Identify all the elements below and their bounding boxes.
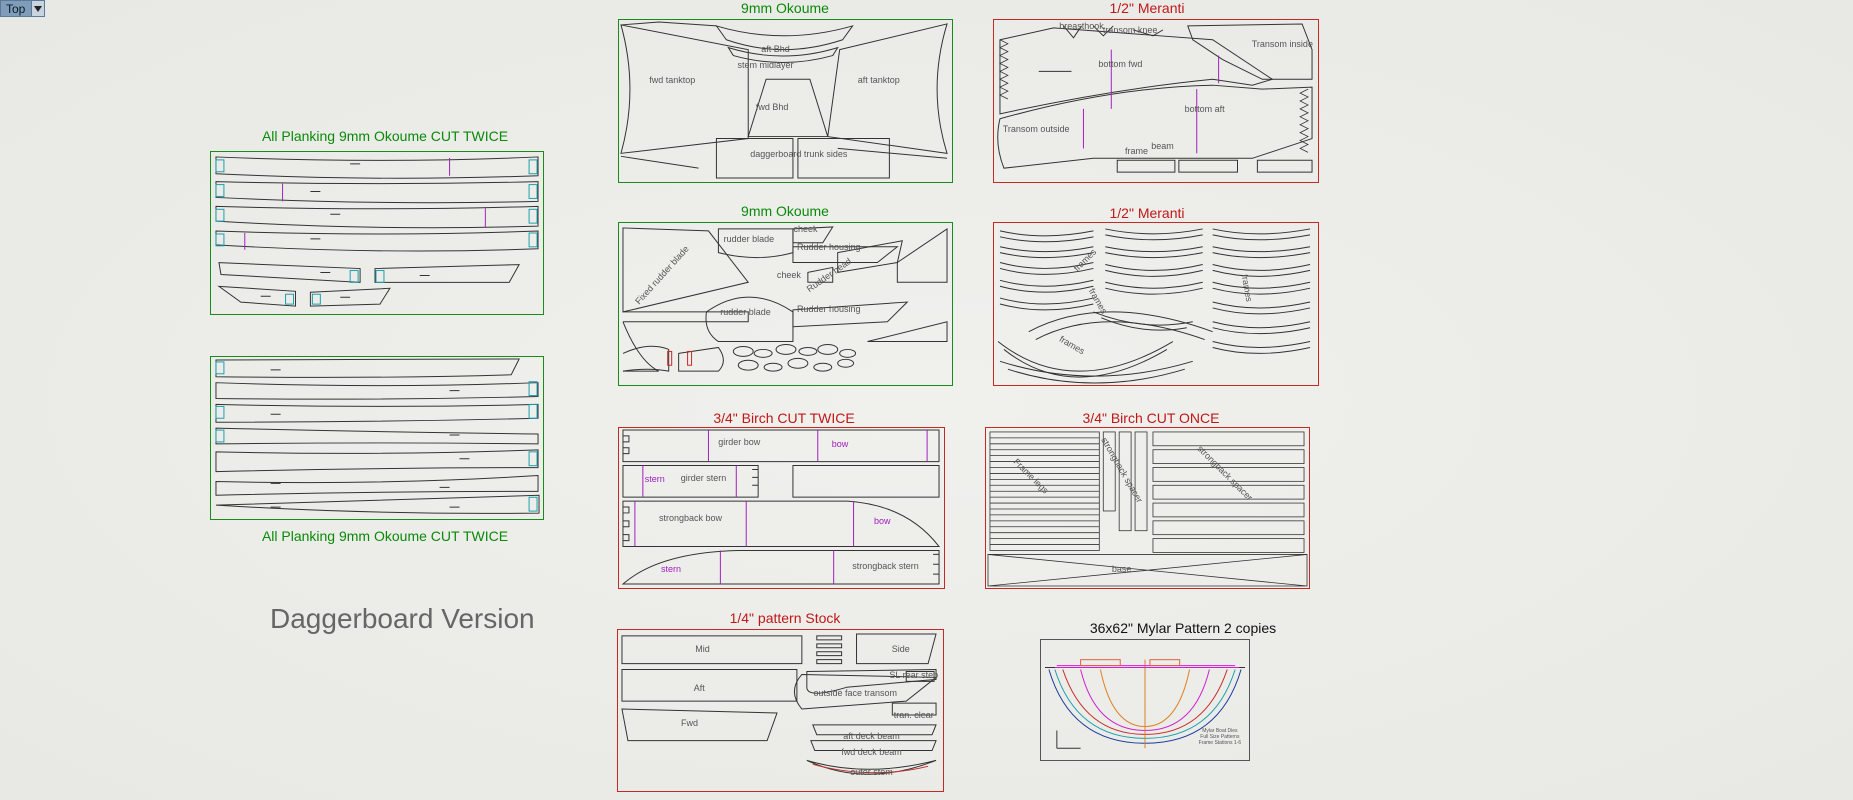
part-label: strongback stern bbox=[852, 560, 919, 571]
part-label: Side bbox=[891, 644, 910, 655]
part-label: aft Bhd bbox=[761, 44, 790, 55]
sheet-meranti-1[interactable]: breasthook transom knee bottom fwd Trans… bbox=[993, 19, 1319, 183]
okoume-1-drawing bbox=[620, 21, 948, 179]
part-label: bottom fwd bbox=[1098, 58, 1143, 69]
part-label: bow bbox=[831, 439, 849, 449]
sheet-okoume-1[interactable]: aft Bhd stem midlayer fwd tanktop aft ta… bbox=[618, 19, 953, 183]
sheet-pattern-stock[interactable]: Mid Side SL rear step Aft outside face t… bbox=[617, 629, 944, 792]
part-label: aft deck beam bbox=[843, 731, 900, 742]
part-label: Rudder housing bbox=[797, 242, 861, 253]
sheet-mylar[interactable]: Mylar Boat Dies Full Size Patterns Frame… bbox=[1040, 639, 1250, 761]
meranti-2-drawing bbox=[997, 228, 1311, 384]
part-label: cheek bbox=[793, 224, 818, 235]
part-label: strongback bow bbox=[658, 512, 723, 523]
birch-1-drawing bbox=[621, 429, 941, 585]
part-label: outer stem bbox=[850, 766, 893, 777]
sheet-title-meranti-1: 1/2" Meranti bbox=[1109, 0, 1185, 16]
part-label: Mylar Boat Dies bbox=[1202, 728, 1238, 735]
part-label: girder bow bbox=[718, 437, 761, 448]
part-label: base bbox=[1111, 563, 1132, 574]
sheet-title-pattern: 1/4" pattern Stock bbox=[729, 610, 841, 626]
sheet-birch-once[interactable]: Frame legs strongback spacer strongback … bbox=[985, 427, 1310, 589]
part-label: tran. clear bbox=[893, 710, 934, 721]
part-label: outside face transom bbox=[813, 687, 898, 698]
sheet-title-okoume-1: 9mm Okoume bbox=[741, 0, 829, 16]
part-label: Mid bbox=[695, 644, 710, 655]
sheet-meranti-2[interactable]: frames frames frames frames bbox=[993, 222, 1319, 386]
mylar-drawing bbox=[1044, 659, 1246, 749]
part-label: rudder blade bbox=[720, 307, 771, 318]
chevron-down-icon[interactable] bbox=[32, 0, 46, 17]
sheet-title-mylar: 36x62" Mylar Pattern 2 copies bbox=[1089, 620, 1277, 636]
sheet-okoume-2[interactable]: rudder blade cheek Rudder housing Fixed … bbox=[618, 222, 953, 386]
part-label: fwd deck beam bbox=[841, 747, 902, 758]
meranti-1-drawing bbox=[997, 23, 1313, 173]
part-label: Transom inside bbox=[1251, 39, 1313, 50]
part-label: breasthook bbox=[1059, 21, 1104, 32]
part-label: stern bbox=[660, 563, 682, 574]
part-label: bottom aft bbox=[1184, 104, 1225, 115]
part-label: bow bbox=[873, 515, 891, 526]
sheet-title-meranti-2: 1/2" Meranti bbox=[1109, 205, 1185, 221]
part-label: Aft bbox=[693, 682, 705, 693]
planking-1-drawing bbox=[215, 156, 539, 307]
part-label: rudder blade bbox=[723, 234, 775, 245]
okoume-2-drawing bbox=[622, 226, 948, 372]
sheet-title-birch-twice: 3/4" Birch CUT TWICE bbox=[713, 410, 855, 426]
part-label: Transom outside bbox=[1002, 123, 1070, 134]
sheet-birch-twice[interactable]: girder bow bow stern girder stern strong… bbox=[618, 427, 945, 589]
part-label: fwd Bhd bbox=[755, 102, 789, 113]
part-label: cheek bbox=[776, 269, 801, 280]
sheet-title-birch-once: 3/4" Birch CUT ONCE bbox=[1082, 410, 1220, 426]
part-label: aft tanktop bbox=[857, 74, 900, 85]
part-label: fwd tanktop bbox=[649, 74, 696, 85]
part-label: Frame Stations 1-6 bbox=[1198, 740, 1242, 747]
part-label: stern bbox=[644, 474, 665, 485]
viewport-tab[interactable]: Top bbox=[0, 0, 46, 17]
part-label: stem midlayer bbox=[737, 60, 794, 71]
part-label: SL rear step bbox=[889, 670, 939, 681]
sheet-planking-2[interactable] bbox=[210, 356, 544, 520]
part-label: transom knee bbox=[1102, 24, 1158, 35]
part-label: daggerboard trunk sides bbox=[750, 149, 848, 160]
pattern-drawing bbox=[621, 633, 938, 775]
sheet-planking-1[interactable] bbox=[210, 151, 544, 315]
viewport-name[interactable]: Top bbox=[0, 0, 33, 17]
part-label: Full Size Patterns bbox=[1200, 734, 1240, 741]
birch-2-drawing bbox=[987, 431, 1308, 587]
part-label: Fwd bbox=[680, 718, 699, 729]
part-label: beam bbox=[1151, 141, 1174, 152]
sheet-title-planking-1: All Planking 9mm Okoume CUT TWICE bbox=[261, 128, 509, 144]
part-label: frame bbox=[1125, 146, 1149, 157]
planking-2-drawing bbox=[215, 358, 540, 514]
sheet-title-okoume-2: 9mm Okoume bbox=[741, 203, 829, 219]
part-label: Rudder housing bbox=[797, 303, 861, 314]
sheet-title-planking-2: All Planking 9mm Okoume CUT TWICE bbox=[261, 528, 509, 544]
version-label: Daggerboard Version bbox=[270, 603, 535, 634]
part-label: girder stern bbox=[680, 472, 727, 483]
